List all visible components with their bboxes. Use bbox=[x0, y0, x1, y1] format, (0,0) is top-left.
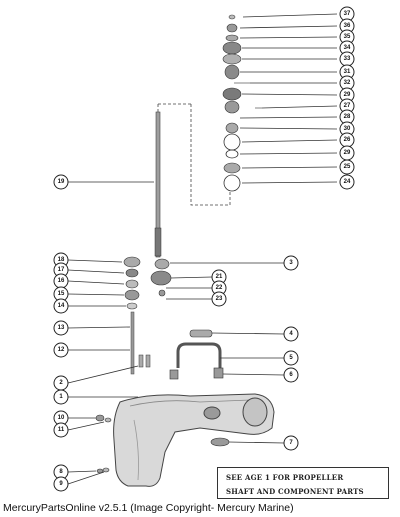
shift-shaft bbox=[130, 311, 135, 375]
callout-12: 12 bbox=[53, 342, 69, 358]
callout-26: 26 bbox=[339, 132, 355, 148]
svg-text:17: 17 bbox=[58, 267, 65, 273]
svg-text:29: 29 bbox=[344, 150, 351, 156]
part-callouts: 37 36 35 34 33 31 32 29 27 28 30 26 29 2… bbox=[53, 6, 355, 492]
svg-text:14: 14 bbox=[58, 303, 65, 309]
svg-text:35: 35 bbox=[344, 34, 351, 40]
svg-text:34: 34 bbox=[344, 45, 351, 51]
callout-7: 7 bbox=[283, 435, 299, 451]
svg-text:27: 27 bbox=[344, 103, 351, 109]
svg-text:25: 25 bbox=[344, 164, 351, 170]
svg-text:36: 36 bbox=[344, 23, 351, 29]
callout-6: 6 bbox=[283, 367, 299, 383]
svg-text:15: 15 bbox=[58, 291, 65, 297]
callout-13: 13 bbox=[53, 320, 69, 336]
svg-text:23: 23 bbox=[216, 296, 223, 302]
svg-text:22: 22 bbox=[216, 285, 223, 291]
callout-9: 9 bbox=[53, 476, 69, 492]
svg-text:33: 33 bbox=[344, 56, 351, 62]
svg-text:9: 9 bbox=[59, 481, 63, 487]
callout-2: 2 bbox=[53, 375, 69, 391]
note-line-2: SHAFT AND COMPONENT PARTS bbox=[226, 487, 364, 496]
propeller-note-box bbox=[217, 467, 389, 499]
svg-text:1: 1 bbox=[59, 394, 63, 400]
bearing-stack bbox=[222, 14, 262, 192]
copyright-caption: MercuryPartsOnline v2.5.1 (Image Copyrig… bbox=[3, 502, 294, 514]
callout-24: 24 bbox=[339, 174, 355, 190]
svg-text:21: 21 bbox=[216, 274, 223, 280]
callout-16: 16 bbox=[53, 273, 69, 289]
svg-text:8: 8 bbox=[59, 469, 63, 475]
svg-text:37: 37 bbox=[344, 11, 351, 17]
svg-text:29: 29 bbox=[344, 92, 351, 98]
svg-text:2: 2 bbox=[59, 380, 63, 386]
svg-text:32: 32 bbox=[344, 80, 351, 86]
svg-text:30: 30 bbox=[344, 126, 351, 132]
callout-10: 10 bbox=[53, 410, 69, 426]
drive-shaft bbox=[154, 103, 231, 258]
svg-text:28: 28 bbox=[344, 114, 351, 120]
gear-housing bbox=[113, 393, 275, 487]
callout-37: 37 bbox=[339, 6, 355, 22]
svg-text:4: 4 bbox=[289, 331, 293, 337]
propeller-note-text: SEE AGE 1 FOR PROPELLER SHAFT AND COMPON… bbox=[226, 471, 386, 499]
svg-text:18: 18 bbox=[58, 257, 65, 263]
small-parts bbox=[95, 329, 230, 474]
svg-text:11: 11 bbox=[58, 427, 65, 433]
svg-text:7: 7 bbox=[289, 440, 293, 446]
svg-text:19: 19 bbox=[58, 179, 65, 185]
callout-3: 3 bbox=[283, 255, 299, 271]
svg-text:31: 31 bbox=[344, 69, 351, 75]
svg-text:5: 5 bbox=[289, 355, 293, 361]
note-line-1: SEE AGE 1 FOR PROPELLER bbox=[226, 473, 344, 482]
svg-text:6: 6 bbox=[289, 372, 293, 378]
callout-19: 19 bbox=[53, 174, 69, 190]
svg-text:26: 26 bbox=[344, 137, 351, 143]
pinion-parts bbox=[123, 256, 172, 310]
callout-4: 4 bbox=[283, 326, 299, 342]
callout-14: 14 bbox=[53, 298, 69, 314]
svg-text:10: 10 bbox=[58, 415, 65, 421]
callout-5: 5 bbox=[283, 350, 299, 366]
svg-text:3: 3 bbox=[289, 260, 293, 266]
svg-text:12: 12 bbox=[58, 347, 65, 353]
svg-text:13: 13 bbox=[58, 325, 65, 331]
callout-27: 27 bbox=[339, 98, 355, 114]
callout-29b: 29 bbox=[339, 145, 355, 161]
leader-lines bbox=[67, 13, 338, 485]
callout-11: 11 bbox=[53, 422, 69, 438]
callout-23: 23 bbox=[211, 291, 227, 307]
svg-text:16: 16 bbox=[58, 278, 65, 284]
svg-text:24: 24 bbox=[344, 179, 351, 185]
callout-1: 1 bbox=[53, 389, 69, 405]
callout-25: 25 bbox=[339, 159, 355, 175]
callout-33: 33 bbox=[339, 51, 355, 67]
